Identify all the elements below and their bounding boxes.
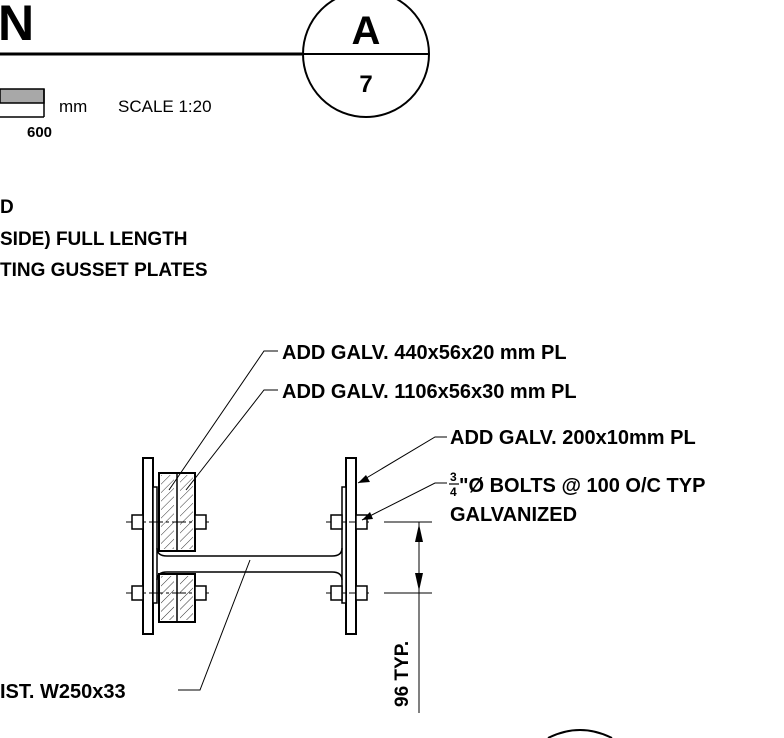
beam-section: [126, 457, 372, 635]
next-detail-bubble-partial: [547, 729, 613, 738]
right-flange: [341, 486, 347, 604]
lower-hatch-left: [161, 576, 174, 620]
callout-bolts-text: "Ø BOLTS @ 100 O/C TYP: [459, 475, 705, 497]
bolt-upper-right: [326, 514, 372, 530]
scale-bar-segment: [0, 88, 45, 104]
left-outer-plate: [142, 457, 154, 635]
web-top-edge: [156, 547, 343, 557]
bolt-lower-right: [326, 585, 372, 601]
bubble-letter: A: [352, 9, 381, 53]
note-line-3: TING GUSSET PLATES: [0, 260, 208, 281]
bolt-upper-left: [126, 514, 210, 530]
note-line-1: D: [0, 197, 14, 218]
upper-hatch-right: [180, 475, 193, 549]
bubble-number: 7: [359, 71, 372, 98]
dimension-label: 96 TYP.: [392, 641, 413, 707]
upper-hatch-left: [161, 475, 174, 549]
bolt-fraction-denominator: 4: [450, 485, 457, 499]
callout-plate-200: ADD GALV. 200x10mm PL: [450, 427, 696, 449]
callout-bolts: 3 4 "Ø BOLTS @ 100 O/C TYP: [449, 470, 705, 499]
bolt-lower-left: [126, 585, 210, 601]
note-line-2: SIDE) FULL LENGTH: [0, 229, 188, 250]
callout-plate-1106: ADD GALV. 1106x56x30 mm PL: [282, 381, 577, 403]
scale-end-label: 600: [27, 124, 52, 141]
bolt-spacing-dimension: [384, 521, 432, 713]
callout-beam: IST. W250x33: [0, 681, 126, 703]
title-fragment: N: [0, 0, 34, 51]
left-flange: [152, 486, 158, 604]
scale-unit: mm: [59, 97, 87, 116]
scale-ratio: SCALE 1:20: [118, 97, 212, 116]
callout-galvanized: GALVANIZED: [450, 504, 577, 526]
lower-hatch-right: [180, 576, 193, 620]
callout-plate-440: ADD GALV. 440x56x20 mm PL: [282, 342, 567, 364]
leader-lines: [168, 350, 447, 691]
right-added-plate: [345, 457, 357, 635]
bolt-fraction-numerator: 3: [450, 470, 457, 484]
